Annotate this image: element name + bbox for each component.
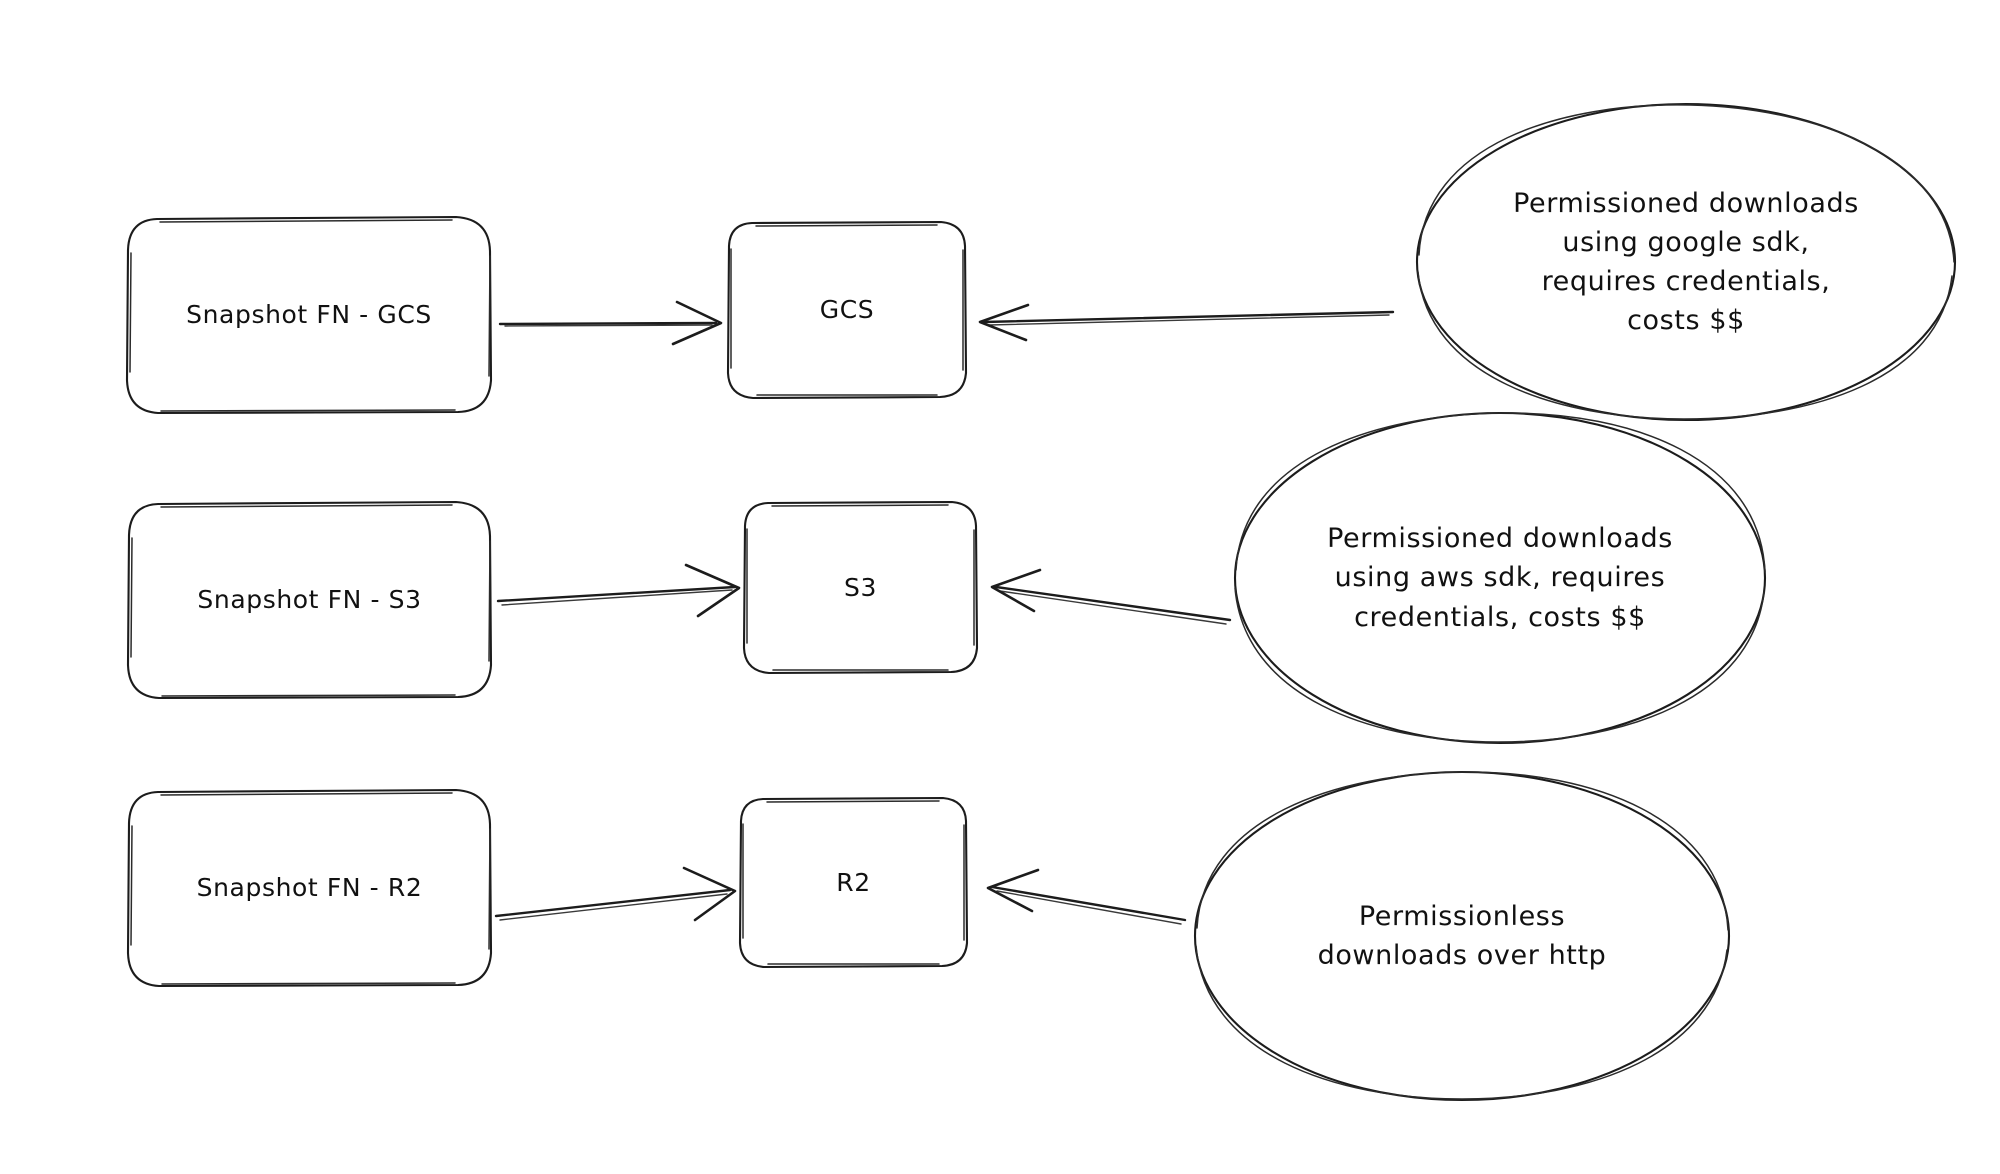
- node-gcs-outline: [726, 220, 968, 400]
- note-r2-outline: [1193, 770, 1731, 1102]
- edge-snapshot-fn-gcs-to-gcs: [498, 300, 723, 346]
- edge-snapshot-fn-s3-to-s3: [496, 563, 741, 618]
- note-s3-outline: [1233, 411, 1767, 745]
- node-s3-outline: [742, 500, 979, 675]
- node-snapshot-fn-s3-outline: [126, 500, 493, 700]
- node-snapshot-fn-gcs-outline: [125, 215, 493, 415]
- node-r2-outline: [738, 796, 969, 969]
- edge-gcs-note-to-gcs: [978, 303, 1395, 342]
- note-gcs-outline: [1415, 102, 1957, 422]
- node-snapshot-fn-r2-outline: [126, 788, 493, 988]
- edge-snapshot-fn-r2-to-r2: [494, 866, 737, 922]
- edge-r2-note-to-r2: [986, 868, 1187, 925]
- edge-s3-note-to-s3: [990, 568, 1232, 625]
